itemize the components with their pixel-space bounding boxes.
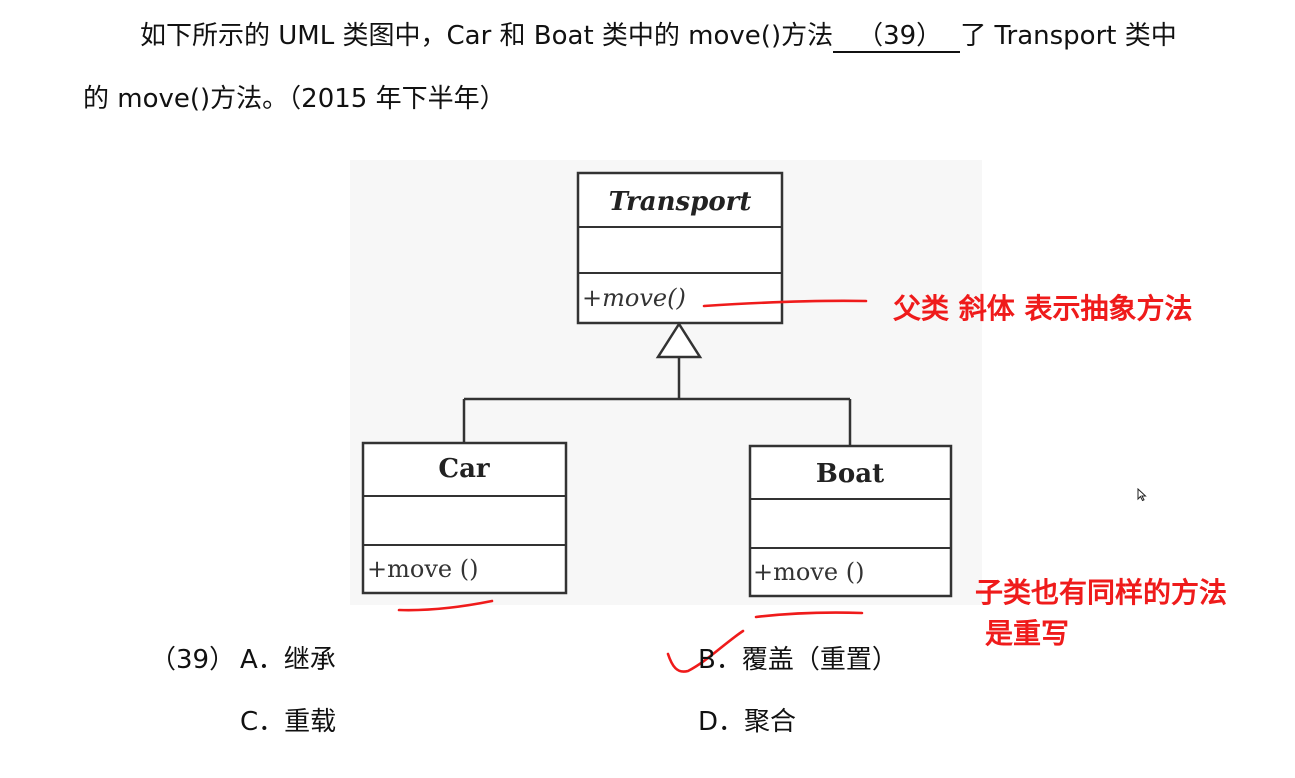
note-parent-abstract: 父类 斜体 表示抽象方法 [893, 292, 1193, 325]
class-boat-box [748, 444, 953, 598]
class-boat-method: +move () [753, 558, 864, 586]
option-c: C．重载 [240, 707, 337, 737]
mouse-pointer-icon [1137, 488, 1147, 502]
note-child-override-line-2: 是重写 [985, 617, 1070, 650]
class-transport-box [576, 171, 784, 325]
inheritance-triangle [655, 321, 703, 359]
answer-blank: （39） [833, 21, 961, 53]
option-question-number: （39） [150, 645, 236, 675]
underline-parent-method [702, 299, 868, 308]
option-b: B．覆盖（重置） [698, 645, 898, 675]
class-transport: Transport +move() [576, 171, 784, 325]
question-line-2: 的 move()方法。（2015 年下半年） [83, 84, 506, 114]
underline-boat-method [754, 611, 864, 619]
question-line-1: 如下所示的 UML 类图中，Car 和 Boat 类中的 move()方法（39… [140, 20, 1177, 53]
class-boat-name: Boat [816, 459, 884, 489]
class-boat: Boat +move () [748, 444, 953, 598]
handwritten-annotations [397, 299, 868, 673]
class-transport-method: +move() [582, 284, 686, 312]
class-transport-name: Transport [609, 187, 752, 217]
class-car-method: +move () [367, 555, 478, 583]
question-text-end: 了 Transport 类中 [960, 21, 1177, 51]
option-d: D．聚合 [698, 707, 797, 737]
option-a: A．继承 [240, 645, 336, 675]
class-car-name: Car [438, 454, 490, 484]
underline-car-method [397, 599, 494, 612]
class-car-box [361, 441, 568, 595]
note-child-override-line-1: 子类也有同样的方法 [975, 576, 1228, 609]
class-car: Car +move () [361, 441, 568, 595]
inheritance-arrow [462, 321, 852, 446]
checkmark-icon [666, 629, 745, 673]
question-text-start: 如下所示的 UML 类图中，Car 和 Boat 类中的 move()方法 [140, 21, 834, 51]
